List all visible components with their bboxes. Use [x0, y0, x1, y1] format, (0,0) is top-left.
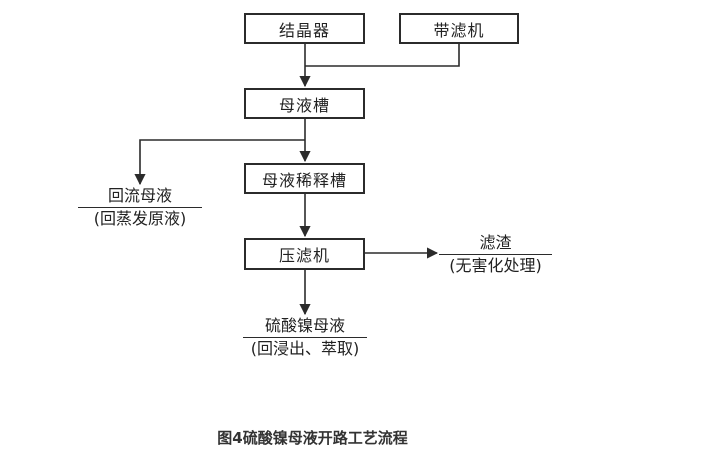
- output-filter-residue-note: (无害化处理): [449, 256, 542, 275]
- node-belt-filter: 带滤机: [399, 13, 519, 44]
- output-nickel-sulfate-liquor: 硫酸镍母液 (回浸出、萃取): [243, 316, 367, 359]
- node-belt-filter-label: 带滤机: [433, 20, 485, 40]
- line-beltfilter-join: [305, 44, 460, 67]
- fraction-rule: [439, 254, 552, 255]
- output-return-liquor: 回流母液 (回蒸发原液): [78, 186, 202, 229]
- node-mother-liquor-tank: 母液槽: [244, 88, 365, 119]
- output-filter-residue: 滤渣 (无害化处理): [439, 233, 552, 276]
- node-dilution-tank: 母液稀释槽: [244, 163, 365, 194]
- node-crystallizer: 结晶器: [244, 13, 365, 44]
- node-mother-liquor-tank-label: 母液槽: [278, 95, 330, 115]
- output-filter-residue-name: 滤渣: [479, 233, 512, 252]
- fraction-rule: [78, 207, 202, 208]
- node-filter-press: 压滤机: [244, 238, 365, 270]
- arrow-to-return-liquor: [134, 139, 305, 186]
- figure-caption: 图4硫酸镍母液开路工艺流程: [217, 429, 408, 447]
- output-nickel-sulfate-liquor-note: (回浸出、萃取): [250, 339, 360, 358]
- node-dilution-tank-label: 母液稀释槽: [261, 170, 347, 190]
- output-return-liquor-name: 回流母液: [107, 186, 172, 205]
- output-nickel-sulfate-liquor-name: 硫酸镍母液: [264, 316, 345, 335]
- node-crystallizer-label: 结晶器: [278, 20, 330, 40]
- node-filter-press-label: 压滤机: [278, 246, 330, 265]
- output-return-liquor-note: (回蒸发原液): [93, 209, 187, 228]
- fraction-rule: [243, 337, 367, 338]
